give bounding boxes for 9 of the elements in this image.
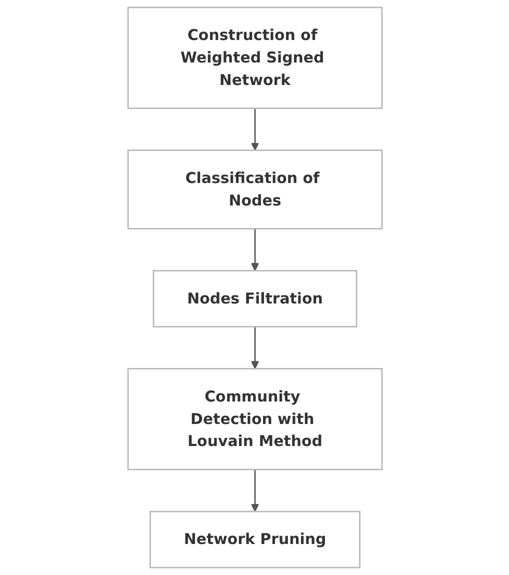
- arrow: [250, 470, 259, 512]
- node-box: Network Pruning: [149, 510, 360, 568]
- arrow: [250, 108, 259, 151]
- node-box: Community Detection with Louvain Method: [126, 368, 382, 470]
- node-box: Nodes Filtration: [152, 270, 357, 328]
- node-box: Construction of Weighted Signed Network: [126, 6, 382, 109]
- arrow: [250, 326, 259, 370]
- arrow: [250, 228, 259, 272]
- node-box: Classification of Nodes: [126, 150, 382, 230]
